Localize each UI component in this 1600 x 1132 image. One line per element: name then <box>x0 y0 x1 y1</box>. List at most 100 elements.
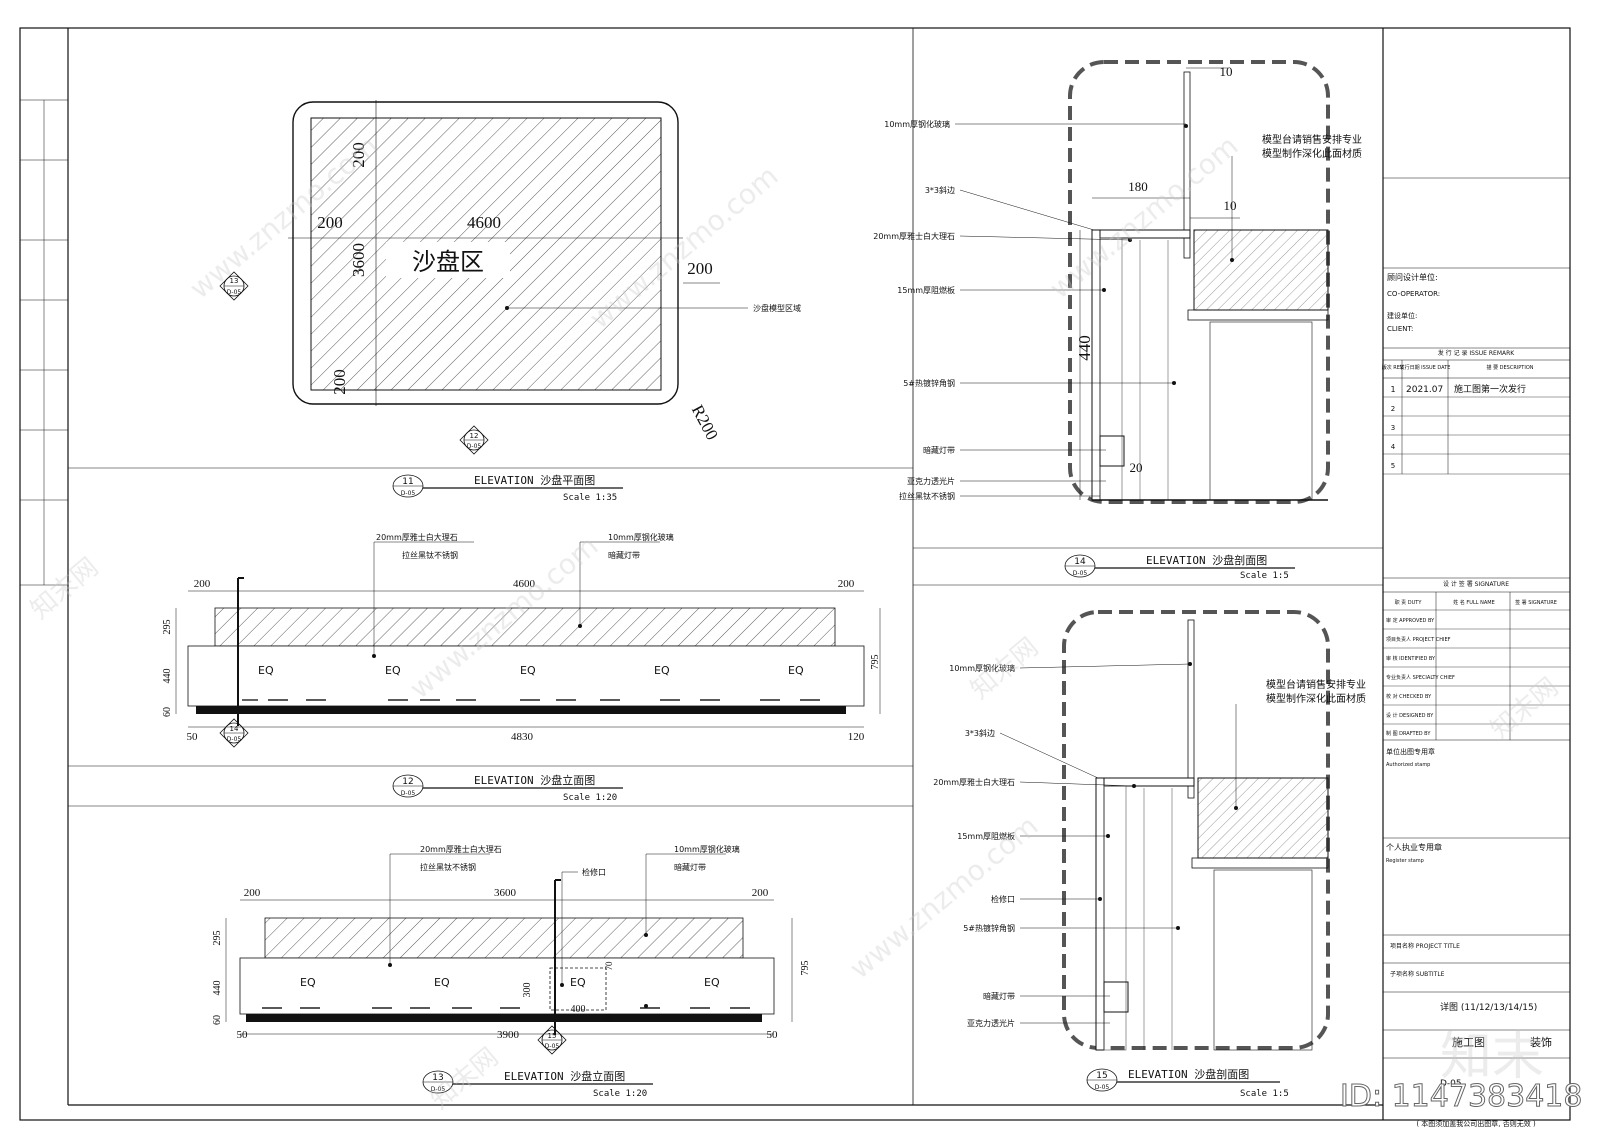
elevation-12: EQ EQ EQ EQ EQ 200 4600 200 295 440 60 7… <box>162 532 881 803</box>
title-block: 顾问设计单位: CO-OPERATOR: 建设单位: CLIENT: 发 行 记… <box>1382 177 1570 1128</box>
svg-text:120: 120 <box>848 731 865 743</box>
svg-text:Scale 1:35: Scale 1:35 <box>563 493 617 503</box>
svg-text:顾问设计单位:: 顾问设计单位: <box>1387 272 1438 282</box>
svg-text:建设单位:: 建设单位: <box>1387 311 1417 320</box>
svg-text:详图 (11/12/13/14/15): 详图 (11/12/13/14/15) <box>1440 1001 1537 1013</box>
svg-text:15mm厚阻燃板: 15mm厚阻燃板 <box>897 285 955 295</box>
svg-text:5#热镀锌角钢: 5#热镀锌角钢 <box>903 378 955 388</box>
view-title-11: 11 D-05 ELEVATION 沙盘平面图 Scale 1:35 <box>392 473 623 503</box>
svg-text:EQ: EQ <box>704 976 720 989</box>
svg-text:20mm厚雅士白大理石: 20mm厚雅士白大理石 <box>873 231 955 241</box>
svg-text:Scale 1:20: Scale 1:20 <box>593 1089 647 1099</box>
svg-text:模型制作深化此面材质: 模型制作深化此面材质 <box>1262 147 1362 160</box>
svg-text:检修口: 检修口 <box>991 894 1015 904</box>
svg-text:施工图第一次发行: 施工图第一次发行 <box>1454 383 1526 395</box>
view-title-12: 12 D-05 ELEVATION 沙盘立面图 Scale 1:20 <box>392 773 623 803</box>
svg-text:EQ: EQ <box>385 664 401 677</box>
svg-text:4830: 4830 <box>511 731 534 743</box>
svg-text:1: 1 <box>1390 385 1395 394</box>
svg-text:180: 180 <box>1128 179 1148 194</box>
svg-text:检修口: 检修口 <box>582 867 606 877</box>
svg-text:知末: 知末 <box>1440 1027 1544 1087</box>
svg-text:ELEVATION 沙盘剖面图: ELEVATION 沙盘剖面图 <box>1146 553 1267 567</box>
svg-text:知末网: 知末网 <box>1485 672 1564 745</box>
svg-text:D-05: D-05 <box>227 289 242 296</box>
svg-text:20mm厚雅士白大理石: 20mm厚雅士白大理石 <box>376 532 458 542</box>
svg-text:14: 14 <box>1074 557 1086 567</box>
svg-text:EQ: EQ <box>520 664 536 677</box>
svg-text:15mm厚阻燃板: 15mm厚阻燃板 <box>957 831 1015 841</box>
svg-text:200: 200 <box>330 369 349 395</box>
svg-text:个人执业专用章: 个人执业专用章 <box>1386 842 1442 852</box>
outer-frame <box>19 27 1571 1121</box>
svg-text:Scale 1:5: Scale 1:5 <box>1240 1089 1289 1099</box>
svg-text:拉丝黑钛不锈钢: 拉丝黑钛不锈钢 <box>402 550 458 560</box>
svg-text:10mm厚钢化玻璃: 10mm厚钢化玻璃 <box>884 119 950 129</box>
svg-text:200: 200 <box>838 578 855 590</box>
svg-text:200: 200 <box>687 259 713 278</box>
svg-text:EQ: EQ <box>300 976 316 989</box>
svg-text:模型台请销售安排专业: 模型台请销售安排专业 <box>1266 678 1366 691</box>
watermark-id: ID: 1147383418 <box>1340 1079 1582 1114</box>
svg-text:D-05: D-05 <box>467 443 482 450</box>
svg-text:项目负责人 PROJECT CHIEF: 项目负责人 PROJECT CHIEF <box>1386 636 1451 643</box>
svg-text:R200: R200 <box>688 402 722 443</box>
svg-text:校 对 CHECKED BY: 校 对 CHECKED BY <box>1386 693 1432 700</box>
svg-text:ELEVATION 沙盘立面图: ELEVATION 沙盘立面图 <box>474 773 595 787</box>
elevation-13: EQ EQ EQ EQ 300 400 70 70 200 3600 200 2… <box>212 844 811 1099</box>
svg-text:10mm厚钢化玻璃: 10mm厚钢化玻璃 <box>674 844 740 854</box>
svg-text:亚克力透光片: 亚克力透光片 <box>967 1018 1015 1028</box>
svg-text:D-05: D-05 <box>1095 1084 1110 1091</box>
svg-text:50: 50 <box>187 731 199 743</box>
section-14: 10 180 10 440 20 10mm厚钢化玻璃 3*3斜边 20mm厚雅士… <box>873 60 1362 581</box>
svg-text:模型制作深化此面材质: 模型制作深化此面材质 <box>1266 692 1366 705</box>
svg-text:60: 60 <box>212 1015 223 1025</box>
svg-text:发行日期 ISSUE DATE: 发行日期 ISSUE DATE <box>1400 364 1451 371</box>
svg-text:拉丝黑钛不锈钢: 拉丝黑钛不锈钢 <box>899 491 955 501</box>
svg-text:440: 440 <box>1075 335 1094 361</box>
svg-text:EQ: EQ <box>654 664 670 677</box>
svg-text:4600: 4600 <box>467 213 501 232</box>
plan-outline <box>292 101 679 405</box>
area-label: 沙盘区 <box>412 248 484 276</box>
svg-text:EQ: EQ <box>258 664 274 677</box>
svg-text:( 本图须加盖我公司出图章, 否则无效 ): ( 本图须加盖我公司出图章, 否则无效 ) <box>1416 1119 1536 1128</box>
svg-text:13: 13 <box>432 1073 443 1083</box>
svg-text:3: 3 <box>1391 424 1395 432</box>
svg-text:CO-OPERATOR:: CO-OPERATOR: <box>1387 290 1440 298</box>
svg-text:440: 440 <box>162 669 173 684</box>
svg-text:10mm厚钢化玻璃: 10mm厚钢化玻璃 <box>949 663 1015 673</box>
svg-text:ELEVATION 沙盘剖面图: ELEVATION 沙盘剖面图 <box>1128 1067 1249 1081</box>
svg-text:795: 795 <box>870 655 881 670</box>
svg-text:施工图: 施工图 <box>1452 1036 1485 1049</box>
svg-text:4: 4 <box>1391 443 1396 451</box>
svg-text:Authorized stamp: Authorized stamp <box>1386 762 1430 768</box>
svg-text:沙盘模型区域: 沙盘模型区域 <box>753 303 801 313</box>
svg-text:3*3斜边: 3*3斜边 <box>965 728 995 738</box>
svg-text:50: 50 <box>237 1029 249 1041</box>
svg-text:20: 20 <box>1130 460 1143 475</box>
binding-strip <box>20 99 68 586</box>
svg-text:CLIENT:: CLIENT: <box>1387 325 1413 333</box>
svg-text:10mm厚钢化玻璃: 10mm厚钢化玻璃 <box>608 532 674 542</box>
svg-text:5: 5 <box>1391 462 1395 470</box>
svg-text:ELEVATION 沙盘立面图: ELEVATION 沙盘立面图 <box>504 1069 625 1083</box>
svg-text:11: 11 <box>402 477 413 487</box>
svg-text:单位出图专用章: 单位出图专用章 <box>1386 747 1435 756</box>
svg-text:2021.07: 2021.07 <box>1406 385 1443 395</box>
svg-text:职 责 DUTY: 职 责 DUTY <box>1395 599 1423 606</box>
svg-text:EQ: EQ <box>788 664 804 677</box>
marker-15: 15 D-05 <box>537 1025 567 1055</box>
svg-text:400: 400 <box>571 1004 586 1015</box>
svg-text:签 署 SIGNATURE: 签 署 SIGNATURE <box>1515 599 1557 606</box>
svg-text:60: 60 <box>162 707 173 717</box>
svg-text:13: 13 <box>230 277 239 285</box>
svg-text:专业负责人 SPECIALTY CHIEF: 专业负责人 SPECIALTY CHIEF <box>1386 674 1455 681</box>
svg-text:D-05: D-05 <box>545 1043 560 1050</box>
svg-text:12: 12 <box>402 777 413 787</box>
svg-text:70: 70 <box>604 961 614 971</box>
marker-14: 14 D-05 <box>219 718 249 748</box>
svg-text:暗藏灯带: 暗藏灯带 <box>983 991 1015 1001</box>
svg-text:D-05: D-05 <box>1073 570 1088 577</box>
